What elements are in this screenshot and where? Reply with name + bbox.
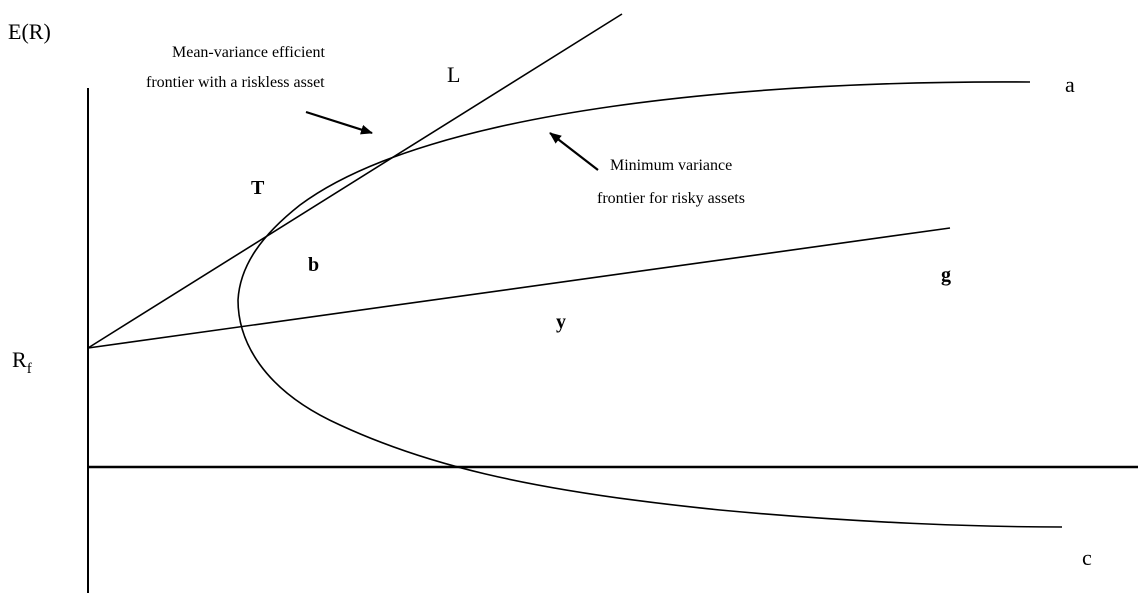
rf-label-subscript: f <box>27 361 32 377</box>
efficient-frontier-annotation-line1: Mean-variance efficient <box>172 44 326 61</box>
y-axis-label: E(R) <box>8 19 51 44</box>
min-variance-arrow <box>549 132 599 171</box>
min-variance-annotation-line2: frontier for risky assets <box>597 190 745 207</box>
efficient-frontier-riskless-line <box>87 13 623 349</box>
minimum-variance-frontier-curve <box>237 81 1063 528</box>
point-label-T: T <box>251 177 265 199</box>
point-label-a: a <box>1065 72 1075 97</box>
rf-label-main: R <box>12 347 27 372</box>
rf-label: Rf <box>12 347 32 377</box>
efficient-frontier-annotation-line2: frontier with a riskless asset <box>146 74 325 91</box>
rf-to-g-line <box>87 227 951 349</box>
point-label-g: g <box>941 264 951 286</box>
point-label-b: b <box>308 254 319 276</box>
point-label-y: y <box>556 311 566 333</box>
min-variance-annotation-line1: Minimum variance <box>610 157 732 174</box>
point-label-c: c <box>1082 545 1092 570</box>
efficient-frontier-arrow <box>305 110 373 135</box>
point-label-L: L <box>447 62 460 87</box>
